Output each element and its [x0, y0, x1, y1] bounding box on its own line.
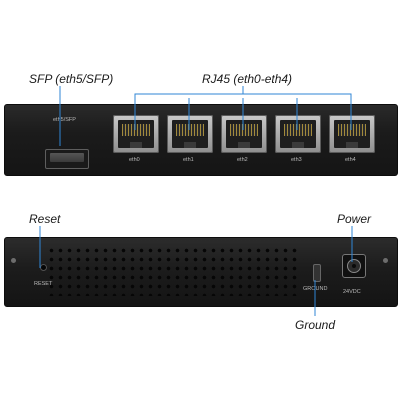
reset-callout: Reset: [29, 212, 61, 226]
port-label-eth2: eth2: [237, 157, 248, 163]
port-label-eth0: eth0: [129, 157, 140, 163]
port-label-eth4: eth4: [345, 157, 356, 163]
port-label-eth3: eth3: [291, 157, 302, 163]
port-eth0[interactable]: [113, 115, 159, 153]
screw-right: [383, 258, 388, 263]
power-label: 24VDC: [343, 289, 361, 295]
back-panel: RESET GROUND 24VDC: [4, 237, 398, 307]
ground-callout: Ground: [295, 318, 336, 332]
ground-terminal[interactable]: [313, 264, 321, 282]
sfp-port[interactable]: [45, 149, 89, 169]
reset-label: RESET: [34, 281, 53, 287]
rj45-bracket-line: [134, 93, 352, 98]
reset-button[interactable]: [40, 264, 47, 271]
screw-left: [11, 258, 16, 263]
port-eth2[interactable]: [221, 115, 267, 153]
power-callout: Power: [337, 212, 372, 226]
sfp-callout: SFP (eth5/SFP): [29, 72, 114, 86]
vent-grille: [47, 246, 297, 296]
port-eth4[interactable]: [329, 115, 375, 153]
port-eth1[interactable]: [167, 115, 213, 153]
port-eth3[interactable]: [275, 115, 321, 153]
ground-label: GROUND: [303, 286, 328, 292]
rj45-callout: RJ45 (eth0-eth4): [202, 72, 293, 86]
power-jack[interactable]: [342, 254, 366, 278]
sfp-port-label: eth5/SFP: [53, 117, 76, 123]
port-label-eth1: eth1: [183, 157, 194, 163]
front-panel: eth5/SFP eth0 eth1 eth2 eth3 eth4: [4, 104, 398, 176]
